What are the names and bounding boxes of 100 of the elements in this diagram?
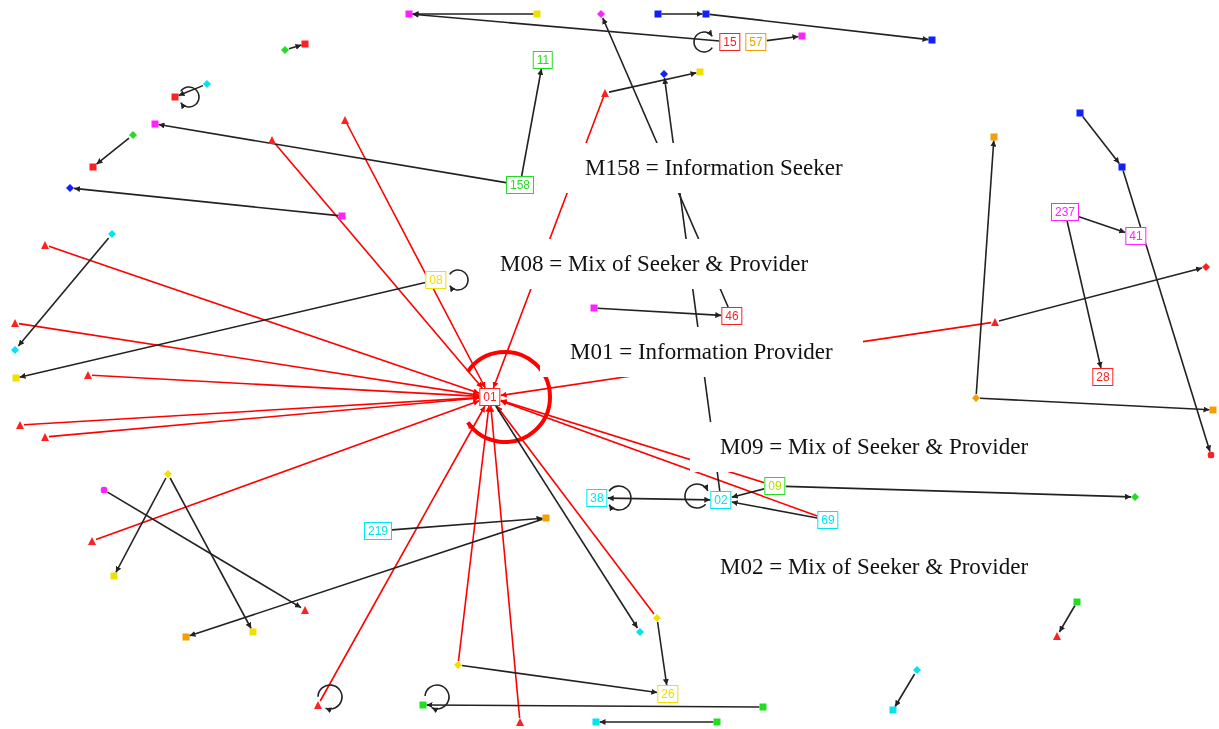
annotation-text: M01 = Information Provider [540, 327, 863, 377]
square-marker [542, 514, 550, 522]
square-marker [1118, 163, 1126, 171]
square-marker [151, 120, 159, 128]
self-loop-arrow [179, 86, 200, 110]
arrow [319, 405, 486, 702]
arrow [48, 395, 481, 438]
square-marker [89, 163, 97, 171]
arrow [660, 11, 704, 17]
square-marker [759, 703, 767, 711]
arrow [1081, 115, 1121, 165]
square-marker [590, 304, 598, 312]
square-marker [990, 133, 998, 141]
arrow [1122, 169, 1211, 453]
square-marker [1209, 406, 1217, 414]
arrow [499, 400, 819, 517]
arrow [730, 487, 766, 499]
node-label-box: 15 [719, 33, 741, 51]
square-marker [798, 32, 806, 40]
arrow [730, 500, 819, 519]
arrow [106, 491, 302, 609]
arrow [115, 477, 167, 574]
arrow [95, 400, 481, 541]
self-loop-arrow [424, 684, 450, 713]
arrow [457, 405, 492, 662]
square-marker [249, 628, 257, 636]
node-label-box: 237 [1051, 203, 1079, 221]
arrow [425, 702, 761, 709]
square-marker [338, 212, 346, 220]
self-loop-arrow [317, 684, 343, 713]
square-marker [928, 36, 936, 44]
arrow [346, 123, 487, 389]
arrow [48, 245, 481, 395]
square-marker [405, 10, 413, 18]
arrow [73, 186, 340, 217]
arrow [91, 374, 481, 400]
arrow [18, 281, 427, 379]
node-label-box: 46 [721, 307, 743, 325]
arrow [608, 71, 698, 93]
node-label-box: 57 [745, 33, 767, 51]
node-label-box: 219 [364, 522, 392, 540]
arrow [894, 673, 916, 708]
node-label-box: 08 [425, 271, 447, 289]
arrow [157, 122, 507, 184]
node-label-box: 26 [657, 685, 679, 703]
node-label-box: 01 [479, 388, 501, 406]
arrow [274, 143, 484, 389]
arrow [17, 237, 110, 347]
square-marker [419, 701, 427, 709]
arrow [488, 405, 521, 719]
self-loop-arrow [608, 485, 632, 512]
arrow [288, 43, 303, 50]
square-marker [533, 10, 541, 18]
square-marker [1073, 598, 1081, 606]
arrow [496, 405, 655, 615]
node-label-box: 38 [586, 489, 608, 507]
arrow [596, 307, 723, 319]
square-marker [696, 68, 704, 76]
square-marker [713, 718, 721, 726]
arrow [1078, 215, 1127, 234]
square-marker [592, 718, 600, 726]
arrow [979, 397, 1211, 413]
square-marker [171, 93, 179, 101]
arrow [975, 139, 997, 395]
arrow [1058, 604, 1076, 633]
square-marker [12, 374, 20, 382]
arrow [1066, 220, 1103, 369]
self-loop-arrow [466, 350, 552, 444]
node-label-box: 28 [1092, 368, 1114, 386]
arrow [18, 322, 481, 398]
arrow [708, 13, 930, 42]
square-marker [654, 10, 662, 18]
square-marker [889, 706, 897, 714]
arrow [391, 515, 544, 531]
arrow [765, 34, 800, 42]
square-marker [1076, 109, 1084, 117]
arrow [520, 68, 544, 177]
arrow [784, 485, 1132, 500]
node-label-box: 158 [506, 176, 534, 194]
arrow [656, 621, 669, 686]
arrow [411, 11, 535, 17]
node-label-box: 09 [764, 477, 786, 495]
self-loop-arrow [448, 269, 469, 293]
node-label-box: 41 [1125, 227, 1147, 245]
arrow [177, 84, 204, 97]
arrow [461, 664, 659, 695]
square-marker [182, 633, 190, 641]
square-marker [301, 40, 309, 48]
node-label-box: 11 [532, 51, 554, 69]
self-loop-arrow [684, 483, 709, 509]
node-label-box: 69 [817, 511, 839, 529]
square-marker [110, 572, 118, 580]
arrow [606, 495, 712, 503]
square-marker [702, 10, 710, 18]
arrow [598, 719, 715, 725]
self-loop-arrow [693, 29, 714, 53]
arrow [998, 266, 1203, 322]
arrow [95, 137, 130, 165]
arrow [169, 477, 252, 630]
node-label-box: 02 [710, 491, 732, 509]
